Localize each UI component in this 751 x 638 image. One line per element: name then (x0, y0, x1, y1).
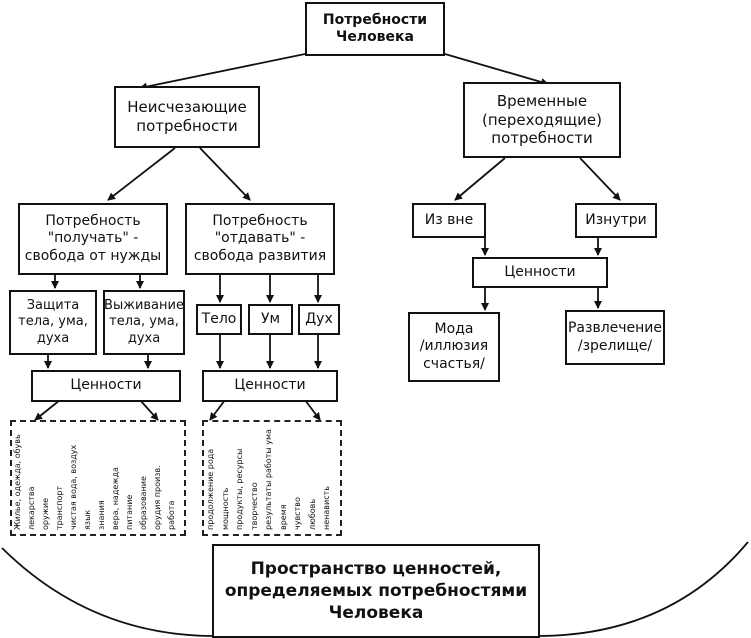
edge-permanent-receive (107, 147, 176, 201)
values-list-left (10, 420, 186, 536)
edge-values-left-fan-2 (139, 399, 159, 421)
node-temporary-needs: Временные (переходящие) потребности (463, 82, 621, 158)
edge-root-temporary (444, 53, 549, 86)
value-item: ненависть (322, 486, 331, 530)
value-item: творчество (249, 482, 259, 530)
value-item: время (278, 504, 288, 530)
value-item: продолжение рода (206, 448, 215, 530)
node-survival: Выживание тела, ума, духа (103, 290, 185, 355)
value-item: любовь (307, 498, 317, 530)
edge-values-left-fan-1 (34, 399, 61, 421)
value-item: результаты работы ума (264, 429, 273, 530)
node-values-right: Ценности (472, 257, 608, 288)
value-item: питание (125, 494, 134, 530)
value-item: образование (139, 476, 148, 530)
value-item: Жилье, одежда, обувь (13, 434, 22, 530)
node-need-give: Потребность "отдавать" - свобода развити… (185, 203, 335, 275)
value-item: чувство (293, 497, 302, 530)
node-body: Тело (196, 304, 242, 335)
value-item: оружие (41, 497, 50, 530)
value-item: знания (97, 500, 106, 530)
value-item: лекарства (27, 486, 36, 530)
value-item: чистая вода, воздух (69, 444, 78, 530)
values-list-mid (202, 420, 342, 536)
node-need-receive: Потребность "получать" - свобода от нужд… (18, 203, 168, 275)
edge-temporary-outside (454, 157, 506, 201)
edge-root-permanent (139, 53, 306, 91)
value-item: орудия произв. (153, 465, 162, 530)
node-mind: Ум (248, 304, 293, 335)
edge-temporary-inside (579, 157, 621, 201)
value-item: язык (83, 509, 92, 530)
node-values-left: Ценности (31, 370, 181, 402)
space-curve-right (539, 541, 749, 637)
edge-values-mid-fan-2 (304, 399, 321, 421)
node-protection: Защита тела, ума, духа (9, 290, 97, 355)
space-curve-left (1, 547, 213, 637)
edge-values-mid-fan-1 (209, 399, 226, 421)
node-permanent-needs: Неисчезающие потребности (114, 86, 260, 148)
value-item: продукты, ресурсы (235, 448, 244, 530)
value-item: мощность (220, 487, 230, 530)
node-fashion: Мода /иллюзия счастья/ (408, 312, 500, 382)
node-values-mid: Ценности (202, 370, 338, 402)
node-spirit: Дух (298, 304, 340, 335)
node-from-outside: Из вне (412, 203, 486, 238)
value-item: вера, надежда (111, 467, 120, 530)
value-item: работа (167, 500, 176, 530)
node-value-space: Пространство ценностей, определяемых пот… (212, 544, 540, 638)
node-from-inside: Изнутри (575, 203, 657, 238)
edge-permanent-give (199, 147, 251, 201)
node-entertainment: Развлечение /зрелище/ (565, 310, 665, 365)
value-item: транспорт (55, 485, 64, 530)
node-human-needs: Потребности Человека (305, 2, 445, 56)
